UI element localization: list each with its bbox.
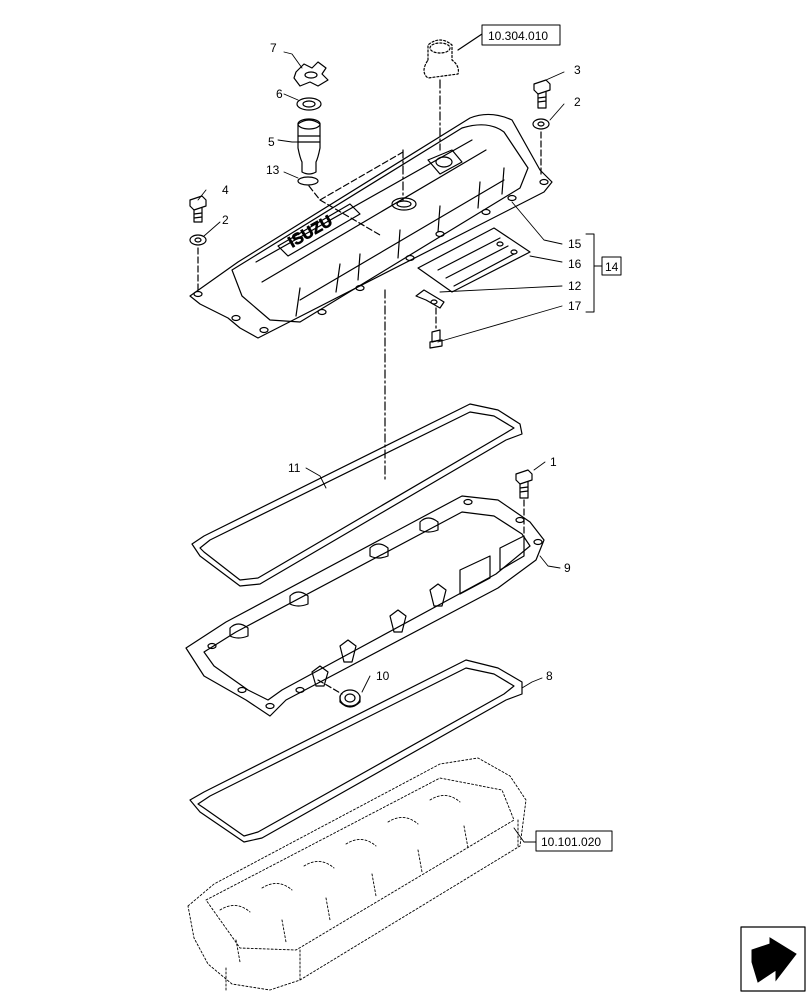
kit-bracket xyxy=(585,233,603,313)
seal-ring-part xyxy=(296,97,322,111)
ref-box-top xyxy=(481,24,561,46)
callout-6: 6 xyxy=(276,87,283,101)
callout-9: 9 xyxy=(564,561,571,575)
gasket-upper-part xyxy=(191,403,523,587)
ref-label-bottom[interactable]: 10.101.020 xyxy=(541,835,601,849)
gasket-lower-part xyxy=(189,659,523,843)
callout-15: 15 xyxy=(568,237,582,251)
bolt-left-part xyxy=(189,195,207,223)
bolt-right-part xyxy=(533,79,551,109)
callout-2-right: 2 xyxy=(574,95,581,109)
callout-16: 16 xyxy=(568,257,582,271)
centerline-seal xyxy=(317,679,343,695)
filler-neck-part xyxy=(297,118,321,175)
callout-8: 8 xyxy=(546,669,553,683)
kit-ref-label[interactable]: 14 xyxy=(605,260,619,274)
logo-plate xyxy=(277,203,361,257)
baffle-bracket-part xyxy=(415,289,445,309)
callout-2-left: 2 xyxy=(222,213,229,227)
oil-cap-part xyxy=(293,61,329,87)
callout-4: 4 xyxy=(222,183,229,197)
callout-1: 1 xyxy=(550,455,557,469)
baffle-bolt-part xyxy=(429,329,443,349)
leader-ref-top xyxy=(457,33,483,51)
o-ring-part xyxy=(297,176,319,186)
ref-label-top[interactable]: 10.304.010 xyxy=(488,29,548,43)
washer-left-part xyxy=(189,234,207,246)
centerline-cover xyxy=(384,149,404,481)
carrier-frame-part xyxy=(185,495,545,717)
valve-cover-part xyxy=(189,113,553,339)
callout-leaders xyxy=(197,51,565,843)
callout-10: 10 xyxy=(376,669,390,683)
bolt-1-part xyxy=(515,469,533,499)
callout-12: 12 xyxy=(568,279,582,293)
callout-labels: 7 6 5 13 4 2 3 2 15 16 12 17 1 11 9 10 8… xyxy=(222,29,619,849)
seal-10-part xyxy=(339,689,361,708)
ref-box-bottom xyxy=(535,830,613,852)
breather-cap-part xyxy=(423,39,459,79)
centerline-filler-2 xyxy=(319,199,381,236)
washer-right-part xyxy=(532,118,550,130)
callout-17: 17 xyxy=(568,299,582,313)
next-page-arrow-icon[interactable] xyxy=(751,937,797,983)
callout-3: 3 xyxy=(574,63,581,77)
callout-11: 11 xyxy=(288,461,301,475)
callout-7: 7 xyxy=(270,41,277,55)
cylinder-head-part xyxy=(187,757,527,991)
baffle-plate-part xyxy=(417,227,531,293)
callout-13: 13 xyxy=(266,163,280,177)
kit-ref-box xyxy=(601,256,622,276)
callout-5: 5 xyxy=(268,135,275,149)
